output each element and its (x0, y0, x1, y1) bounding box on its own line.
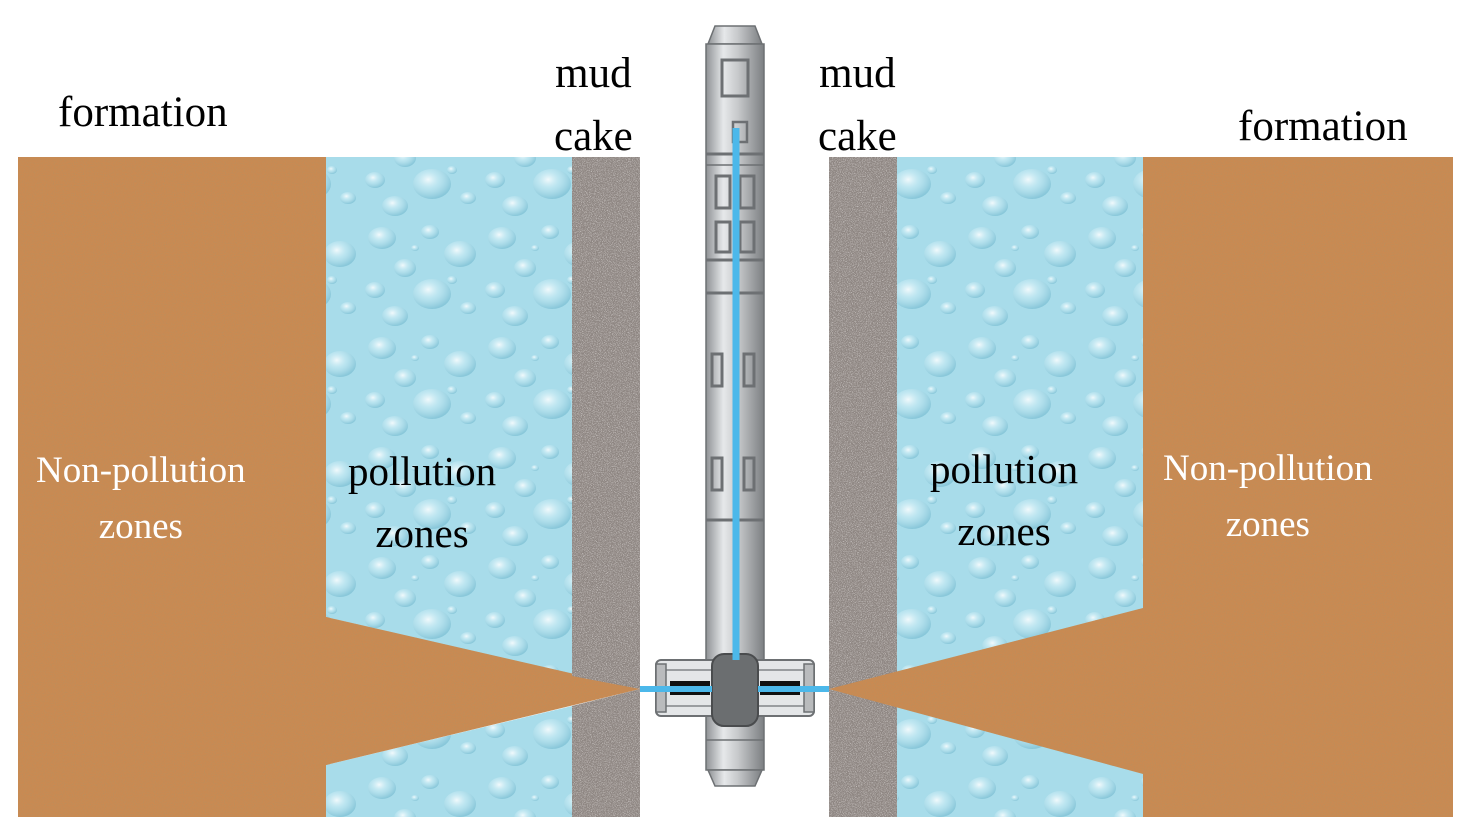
mud-cake-label-right-line2: cake (818, 105, 897, 168)
mud-cake-label-right: mud cake (818, 42, 897, 168)
mud-cake-right (829, 157, 897, 817)
pollution-zone-label-right: pollution zones (930, 438, 1078, 562)
flow-line (640, 128, 829, 689)
pollution-zone-label-right-line1: pollution (930, 438, 1078, 500)
non-pollution-zone-label-right-line2: zones (1226, 497, 1310, 553)
pollution-zone-label-left: pollution zones (348, 440, 496, 564)
mud-cake-label-left: mud cake (554, 42, 633, 168)
formation-label-right: formation (1238, 105, 1408, 148)
mud-cake-left (572, 157, 640, 817)
pollution-zone-label-left-line1: pollution (348, 440, 496, 502)
pollution-zone-label-left-line2: zones (375, 502, 468, 564)
non-pollution-zone-label-left: Non-pollution zones (36, 443, 246, 555)
non-pollution-zone-label-right: Non-pollution zones (1163, 441, 1373, 553)
pollution-zone-label-right-line2: zones (957, 500, 1050, 562)
non-pollution-zone-label-right-line1: Non-pollution (1163, 441, 1373, 497)
mud-cake-label-right-line1: mud (819, 42, 895, 105)
mud-cake-label-left-line2: cake (554, 105, 633, 168)
non-pollution-zone-label-left-line2: zones (99, 499, 183, 555)
formation-label-left: formation (58, 91, 228, 134)
mud-cake-label-left-line1: mud (555, 42, 631, 105)
non-pollution-zone-label-left-line1: Non-pollution (36, 443, 246, 499)
